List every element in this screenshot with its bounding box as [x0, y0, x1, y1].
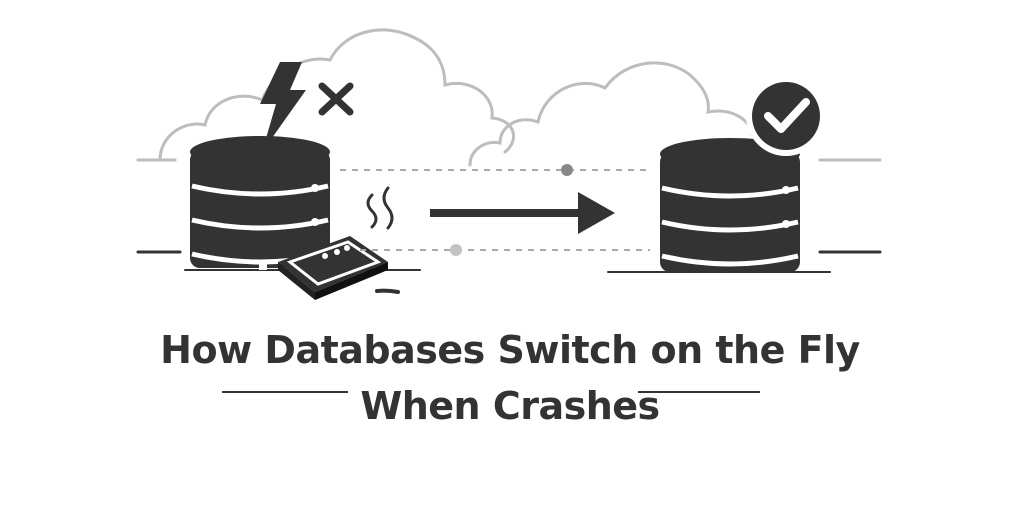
- page-subtitle: When Crashes: [360, 384, 660, 428]
- smoke-icon: [366, 186, 394, 230]
- database-icon: [660, 138, 800, 272]
- background-clouds: [136, 28, 882, 167]
- page-title: How Databases Switch on the Fly: [160, 328, 860, 372]
- lightning-bolt-icon: [260, 62, 306, 152]
- cloud-left-outline: [158, 28, 516, 162]
- database-icon: [190, 136, 330, 270]
- checkmark-circle-icon: [746, 76, 826, 156]
- dashed-connectors: [340, 164, 650, 256]
- cloud-right-outline: [468, 61, 754, 167]
- x-icon: [318, 82, 354, 116]
- arrow-right-icon: [430, 192, 615, 234]
